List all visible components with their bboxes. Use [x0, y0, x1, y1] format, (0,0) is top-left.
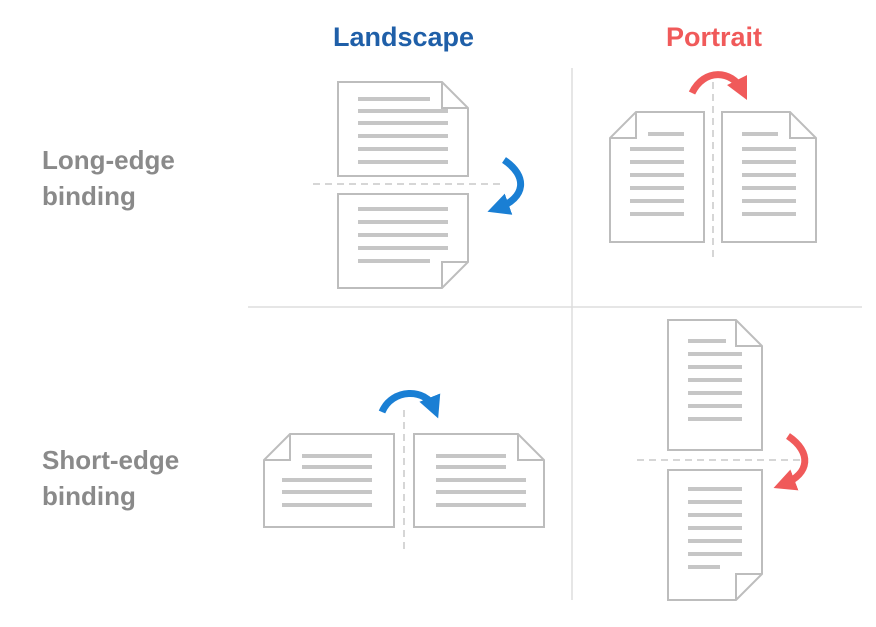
document-page-icon	[337, 193, 469, 289]
column-header-landscape: Landscape	[333, 22, 475, 52]
rotate-arrow-icon	[378, 390, 441, 419]
rotate-arrow-icon	[773, 433, 809, 491]
quadrant-landscape-long-edge	[313, 81, 525, 289]
document-page-icon	[263, 433, 395, 528]
rotate-arrow-icon	[487, 157, 525, 215]
row-header-short-edge-line2: binding	[42, 481, 136, 511]
row-header-long-edge-line2: binding	[42, 181, 136, 211]
rotate-arrow-icon	[688, 71, 748, 101]
document-page-icon	[413, 433, 545, 528]
row-header-long-edge: Long-edge binding	[42, 142, 175, 214]
quadrant-portrait-short-edge	[637, 319, 809, 601]
row-header-short-edge: Short-edge binding	[42, 442, 179, 514]
document-page-icon	[721, 111, 817, 243]
document-page-icon	[337, 81, 469, 177]
row-header-short-edge-line1: Short-edge	[42, 445, 180, 475]
document-page-icon	[667, 469, 763, 601]
quadrant-landscape-short-edge	[263, 390, 545, 552]
row-header-long-edge-line1: Long-edge	[42, 145, 175, 175]
quadrant-portrait-long-edge	[609, 71, 817, 262]
column-header-portrait: Portrait	[666, 22, 763, 52]
document-page-icon	[667, 319, 763, 451]
document-page-icon	[609, 111, 705, 243]
